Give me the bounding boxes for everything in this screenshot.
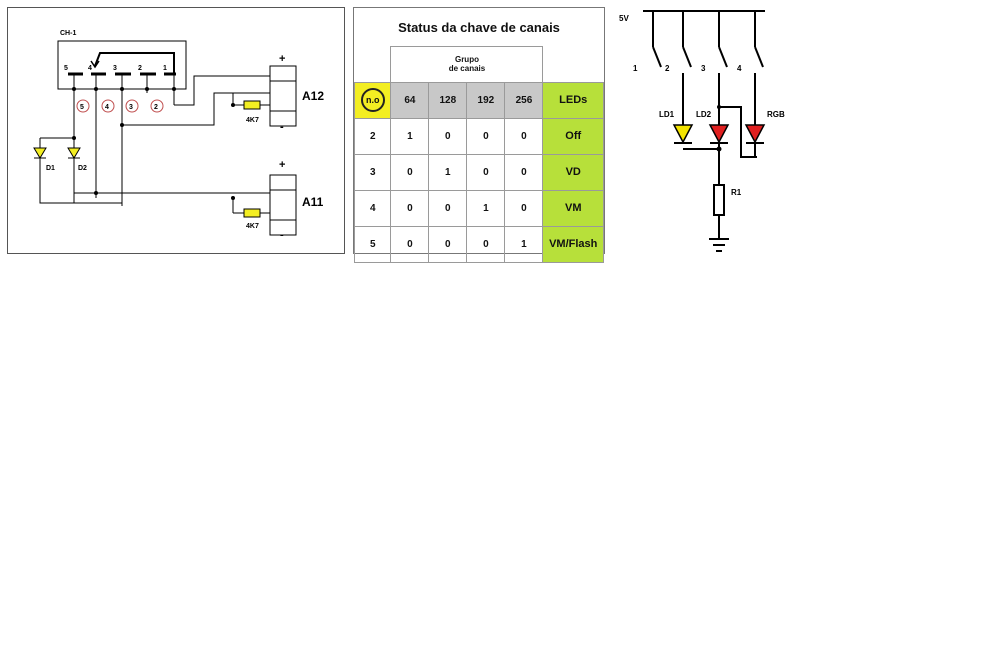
pin-label: 1	[163, 65, 167, 72]
table-cell: 0	[504, 189, 544, 227]
switch-wiring-diagram: CH-1 5 4 3 2 1 5 4 3 2 D1 D2 4K7 4K7 + -…	[7, 7, 345, 254]
switch-label: CH-1	[60, 30, 76, 37]
table-cell: 1	[466, 189, 506, 227]
table-cell: 0	[428, 189, 468, 227]
table-cell: 1	[390, 117, 430, 155]
table-row: 2 1 0 0 0 Off	[353, 117, 604, 155]
row-number: 4	[353, 189, 392, 227]
circled-position: 3	[129, 104, 133, 111]
led-ld1	[672, 124, 694, 144]
resistor-label-r1: R1	[731, 188, 742, 197]
group-header: Grupo de canais	[390, 46, 544, 83]
circled-position: 2	[154, 104, 158, 111]
table-cell: 0	[390, 189, 430, 227]
switch-label-3: 3	[701, 64, 706, 73]
corner-cell: n.o	[353, 81, 392, 119]
table-cell: 1	[504, 225, 544, 263]
pin-label: 2	[138, 65, 142, 72]
table-header-row: n.o 64 128 192 256 LEDs	[353, 81, 604, 119]
led-circuit-svg: 5V 1 2 3 4 LD1 LD2 RGB R1	[619, 10, 785, 252]
row-number: 5	[353, 225, 392, 263]
pin-label: 5	[64, 65, 68, 72]
diode-label-d2: D2	[78, 165, 87, 172]
pin-label: 4	[88, 65, 92, 72]
row-number: 2	[353, 117, 392, 155]
channel-switch-status-panel: Status da chave de canais Grupo de canai…	[353, 7, 605, 263]
switch-wiring-svg: CH-1 5 4 3 2 1 5 4 3 2 D1 D2 4K7 4K7 + -…	[33, 30, 324, 241]
column-header: 192	[466, 81, 506, 119]
connector-a11	[269, 174, 297, 236]
connector-a12	[269, 65, 297, 127]
table-cell: 0	[504, 153, 544, 191]
table-cell: 0	[390, 225, 430, 263]
switch-label-1: 1	[633, 64, 638, 73]
table-row: 5 0 0 0 1 VM/Flash	[353, 225, 604, 263]
led-status: VD	[542, 153, 604, 191]
led-ld2	[708, 124, 730, 144]
table-cell: 0	[466, 225, 506, 263]
resistor-label-top: 4K7	[246, 117, 259, 124]
status-table: Grupo de canais n.o 64 128 192 256 LEDs …	[353, 46, 604, 263]
table-cell: 0	[466, 153, 506, 191]
column-header: 256	[504, 81, 544, 119]
led-rgb	[744, 124, 766, 144]
connector-label-a11: A11	[302, 195, 324, 209]
corner-label: n.o	[360, 88, 385, 112]
circled-position: 5	[80, 104, 84, 111]
led-label-ld2: LD2	[696, 110, 712, 119]
circled-position: 4	[105, 104, 109, 111]
table-cell: 1	[428, 153, 468, 191]
table-cell: 0	[504, 117, 544, 155]
resistor-label-bottom: 4K7	[246, 223, 259, 230]
minus-sign-top: -	[280, 121, 284, 133]
led-status: VM/Flash	[542, 225, 604, 263]
supply-label: 5V	[619, 14, 629, 23]
switch-label-2: 2	[665, 64, 670, 73]
column-header: 128	[428, 81, 468, 119]
led-status: Off	[542, 117, 604, 155]
row-number: 3	[353, 153, 392, 191]
diode-d1	[33, 147, 47, 168]
pin-label: 3	[113, 65, 117, 72]
led-label-rgb: RGB	[767, 110, 785, 119]
switch-label-4: 4	[737, 64, 742, 73]
diode-d2	[67, 147, 81, 159]
led-label-ld1: LD1	[659, 110, 675, 119]
leds-header: LEDs	[542, 81, 604, 119]
plus-sign-bottom: +	[279, 159, 285, 171]
minus-sign-bottom: -	[280, 229, 284, 241]
table-cell: 0	[466, 117, 506, 155]
led-circuit-diagram: 5V 1 2 3 4 LD1 LD2 RGB R1	[615, 7, 785, 269]
table-cell: 0	[390, 153, 430, 191]
plus-sign-top: +	[279, 53, 285, 65]
table-cell: 0	[428, 225, 468, 263]
table-group-header-row: Grupo de canais	[354, 46, 604, 83]
diode-label-d1: D1	[46, 165, 55, 172]
connector-label-a12: A12	[302, 89, 324, 103]
column-header: 64	[390, 81, 430, 119]
table-cell: 0	[428, 117, 468, 155]
led-status: VM	[542, 189, 604, 227]
table-row: 3 0 1 0 0 VD	[353, 153, 604, 191]
table-row: 4 0 0 1 0 VM	[353, 189, 604, 227]
table-title: Status da chave de canais	[398, 20, 560, 35]
